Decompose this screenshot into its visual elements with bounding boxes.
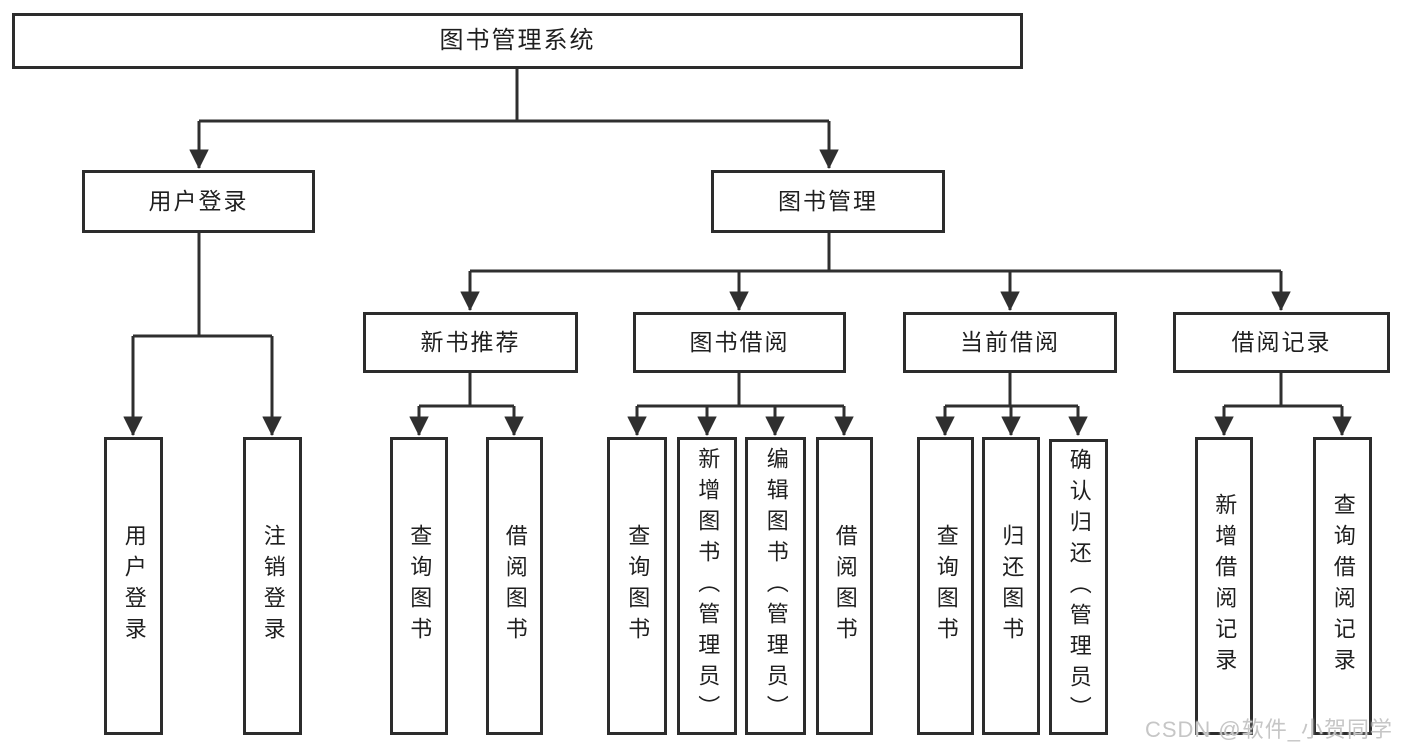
node-book-management: 图书管理 bbox=[711, 170, 945, 233]
node-book-borrowing: 图书借阅 bbox=[633, 312, 846, 373]
leaf-add-books-admin: 新增图书（管理员） bbox=[677, 437, 737, 735]
leaf-edit-books-admin: 编辑图书（管理员） bbox=[745, 437, 806, 735]
node-borrowing-records: 借阅记录 bbox=[1173, 312, 1390, 373]
node-library-management-system: 图书管理系统 bbox=[12, 13, 1023, 69]
node-current-borrowing: 当前借阅 bbox=[903, 312, 1117, 373]
watermark: CSDN @软件_小贺同学 bbox=[1144, 717, 1393, 742]
node-new-book-recommendation: 新书推荐 bbox=[363, 312, 578, 373]
leaf-add-borrow-record: 新增借阅记录 bbox=[1195, 437, 1253, 735]
leaf-query-books-recommend: 查询图书 bbox=[390, 437, 448, 735]
leaf-borrow-books-recommend: 借阅图书 bbox=[486, 437, 543, 735]
leaf-borrow-books-borrowing: 借阅图书 bbox=[816, 437, 873, 735]
leaf-query-borrow-record: 查询借阅记录 bbox=[1313, 437, 1372, 735]
leaf-query-books-current: 查询图书 bbox=[917, 437, 974, 735]
node-user-login: 用户登录 bbox=[82, 170, 315, 233]
leaf-logout-login: 注销登录 bbox=[243, 437, 302, 735]
leaf-return-books: 归还图书 bbox=[982, 437, 1040, 735]
leaf-query-books-borrowing: 查询图书 bbox=[607, 437, 667, 735]
leaf-confirm-return-admin: 确认归还（管理员） bbox=[1049, 439, 1108, 735]
leaf-user-login: 用户登录 bbox=[104, 437, 163, 735]
